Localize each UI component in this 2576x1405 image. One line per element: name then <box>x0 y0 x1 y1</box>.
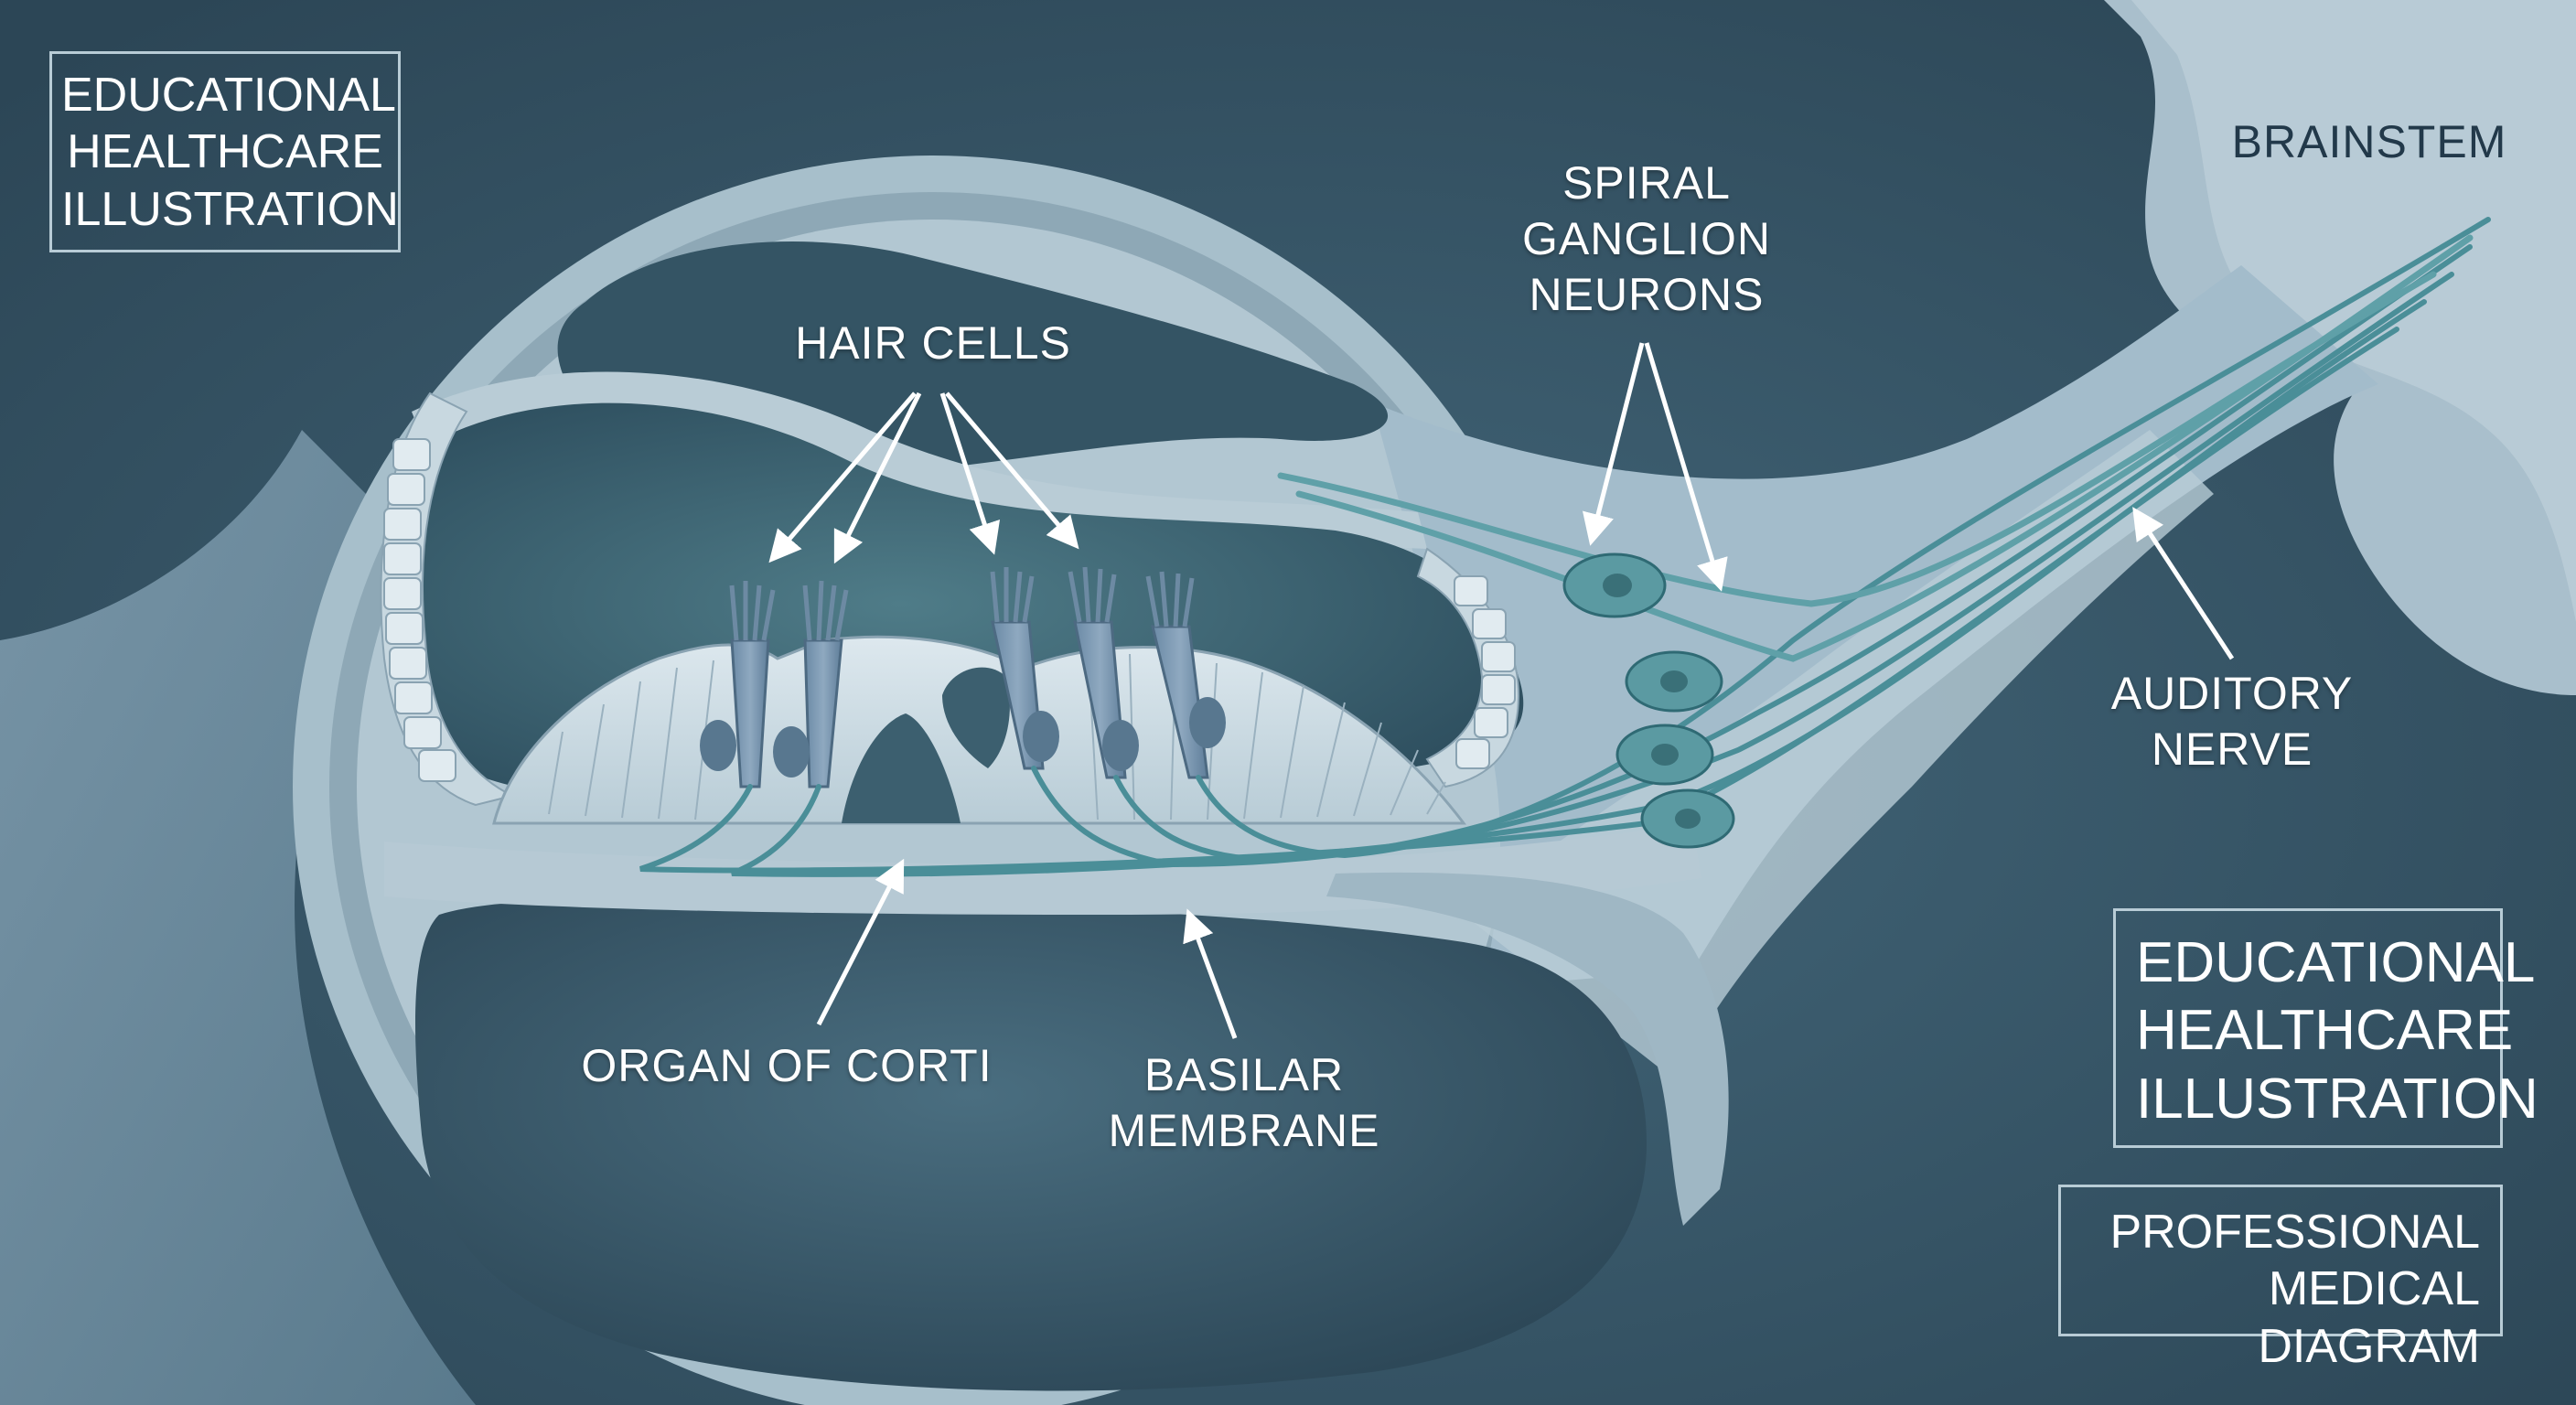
tunnel-opening <box>942 667 1010 768</box>
arrow-hair-cells-2 <box>833 391 922 564</box>
educational-badge-top-left: EDUCATIONAL HEALTHCARE ILLUSTRATION <box>49 51 401 252</box>
professional-diagram-badge: PROFESSIONAL MEDICAL DIAGRAM <box>2058 1185 2503 1373</box>
support-cells <box>548 653 1446 820</box>
brainstem-shading <box>2131 0 2576 622</box>
nerve-fibers <box>639 217 2491 877</box>
hair-cells-label: HAIR CELLS <box>795 317 1071 369</box>
lower-chamber <box>415 898 1647 1391</box>
hair-cell-group <box>700 566 1226 788</box>
arrow-hair-cells-1 <box>768 391 917 563</box>
arrow-organ-of-corti <box>816 858 905 1026</box>
spiral-ganglion-neurons <box>1562 552 1735 849</box>
left-bone-mass <box>0 430 476 1405</box>
arrow-hair-cells-4 <box>945 391 1079 550</box>
epithelial-cells-left <box>383 438 456 782</box>
educational-badge-bottom-right: EDUCATIONAL HEALTHCARE ILLUSTRATION <box>2113 908 2538 1148</box>
arrow-spiral-ganglion-2 <box>1644 342 1728 592</box>
brainstem-label: BRAINSTEM <box>2231 116 2507 167</box>
arrow-auditory-nerve <box>2132 507 2235 660</box>
hair-cell <box>1145 571 1226 779</box>
epithelial-cells-right <box>1454 575 1516 769</box>
hair-cell <box>990 567 1059 770</box>
arrow-basilar-membrane <box>1183 908 1238 1039</box>
organ-of-corti-label: ORGAN OF CORTI <box>581 1040 993 1091</box>
hair-cell <box>700 581 776 788</box>
arrow-hair-cells-3 <box>939 392 1001 555</box>
spiral-ganglion-neurons-label: SPIRAL GANGLION NEURONS <box>1522 157 1771 320</box>
hair-cell <box>773 580 849 788</box>
basilar-membrane-label: BASILAR MEMBRANE <box>1108 1049 1380 1156</box>
arrow-spiral-ganglion-1 <box>1582 342 1645 546</box>
hair-cell <box>1068 566 1139 779</box>
auditory-nerve-label: AUDITORY NERVE <box>2110 668 2354 775</box>
auditory-nerve-bundle <box>1277 234 2474 662</box>
spiral-limbus <box>1326 872 1729 1226</box>
label-arrows <box>768 342 2235 1039</box>
tunnel-of-corti <box>842 713 961 823</box>
